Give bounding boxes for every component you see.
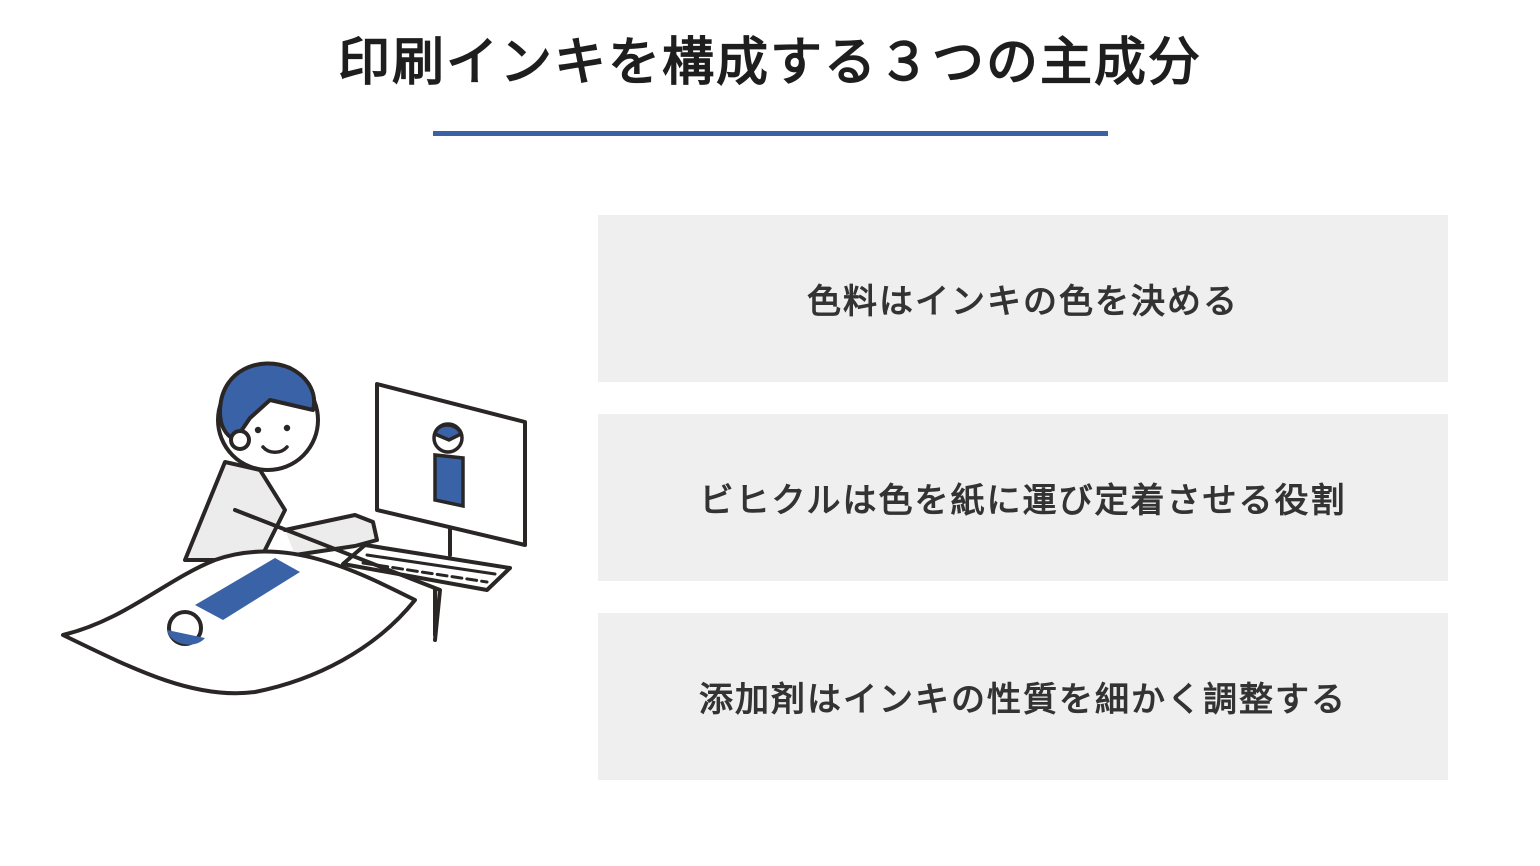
person-at-computer-printing-icon xyxy=(55,350,545,710)
component-card-vehicle: ビヒクルは色を紙に運び定着させる役割 xyxy=(598,414,1448,581)
component-label: 色料はインキの色を決める xyxy=(807,282,1239,322)
component-label: 添加剤はインキの性質を細かく調整する xyxy=(699,680,1347,720)
component-card-additive: 添加剤はインキの性質を細かく調整する xyxy=(598,613,1448,780)
component-label: ビヒクルは色を紙に運び定着させる役割 xyxy=(699,481,1347,521)
page-title: 印刷インキを構成する３つの主成分 xyxy=(337,33,1202,93)
component-card-colorant: 色料はインキの色を決める xyxy=(598,215,1448,382)
title-underline xyxy=(433,131,1108,136)
